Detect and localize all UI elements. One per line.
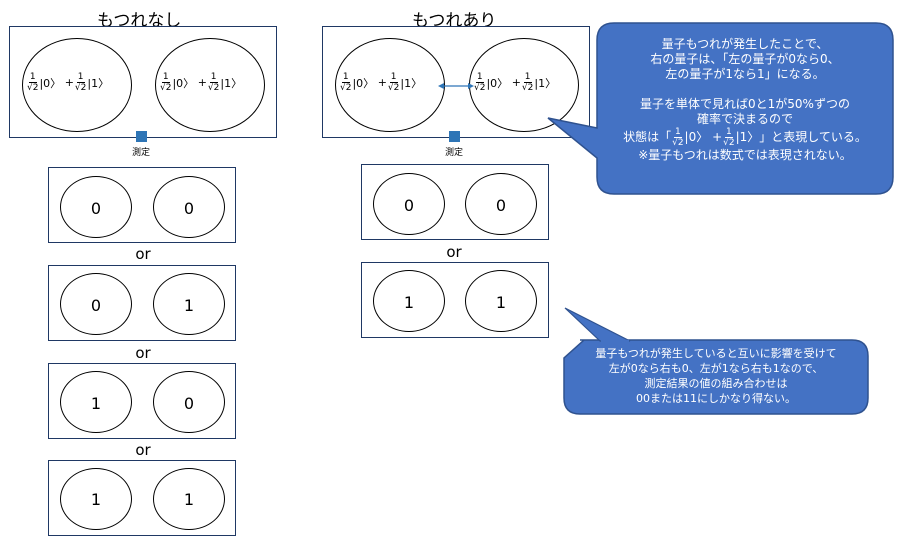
left-result-1-value-a: 0 [90,199,102,218]
right-result-2-circle-b [465,270,537,332]
callout-top-line-6: 確率で決まるので [696,112,793,126]
right-result-1-circle-b [465,173,537,235]
right-or-1: or [446,243,462,261]
left-or-2: or [135,344,151,362]
left-result-3-value-b: 0 [183,394,195,413]
right-result-1-circle-a [373,173,445,235]
left-result-2-circle-a [60,273,132,335]
left-result-4-circle-a [60,468,132,530]
callout-bottom-text: 量子もつれが発生していると互いに影響を受けて 左が0なら右も0、左が1なら右も1… [566,346,866,406]
callout-top-line-3: 左の量子が1なら1」になる。 [665,67,825,81]
left-or-3: or [135,441,151,459]
left-qubit-1 [22,38,132,132]
callout-top-bubble [547,22,894,195]
right-result-1-value-b: 0 [495,196,507,215]
callout-bottom-pointer [564,307,631,342]
callout-bottom-line-1: 量子もつれが発生していると互いに影響を受けて [595,347,837,360]
left-result-3-circle-b [153,371,225,433]
callout-top-line-2: 右の量子は、「左の量子が0なら0、 [650,52,840,66]
callout-top-text: 量子もつれが発生したことで、 右の量子は、「左の量子が0なら0、 左の量子が1な… [600,37,890,163]
entanglement-arrow-icon [438,83,474,89]
callout-top-state-line: 状態は「 1√2 |0〉 + 1√2 |1〉 」と表現している。 [623,127,867,148]
left-qubit-2 [155,38,265,132]
right-measure-arrow-stem [449,131,460,142]
left-result-4-value-b: 1 [183,490,195,509]
left-measure-arrow-stem [136,131,147,142]
callout-bottom-line-3: 測定結果の値の組み合わせは [644,377,788,390]
callout-top-line-5: 量子を単体で見れば0と1が50%ずつの [640,97,850,111]
callout-bottom-line-4: 00または11にしかなり得ない。 [636,392,796,405]
left-result-1-circle-b [153,176,225,238]
callout-top-last-line: ※量子もつれは数式では表現されない。 [638,148,852,162]
right-result-2-value-a: 1 [403,293,415,312]
left-result-2-value-a: 0 [90,296,102,315]
left-result-4-value-a: 1 [90,490,102,509]
left-or-1: or [135,245,151,263]
left-qubit-2-formula: 1√2 |0〉 + 1√2 |1〉 [160,72,243,93]
right-result-1-value-a: 0 [403,196,415,215]
left-result-2-circle-b [153,273,225,335]
right-qubit-1-formula: 1√2 |0〉 + 1√2 |1〉 [340,72,423,93]
left-result-1-circle-a [60,176,132,238]
right-qubit-2-formula: 1√2 |0〉 + 1√2 |1〉 [474,72,557,93]
left-result-2-value-b: 1 [183,296,195,315]
callout-bottom-line-2: 左が0なら右も0、左が1なら右も1なので、 [608,362,824,375]
callout-bottom-bubble [563,339,869,415]
left-result-3-circle-a [60,371,132,433]
callout-top-line-1: 量子もつれが発生したことで、 [661,37,829,51]
left-result-1-value-b: 0 [183,199,195,218]
left-result-4-circle-b [153,468,225,530]
left-measure-label: 測定 [132,148,151,158]
right-qubit-1 [335,38,445,132]
right-result-2-value-b: 1 [495,293,507,312]
left-result-3-value-a: 1 [90,394,102,413]
right-measure-label: 測定 [445,148,464,158]
right-result-2-circle-a [373,270,445,332]
left-qubit-1-formula: 1√2 |0〉 + 1√2 |1〉 [27,72,110,93]
callout-top-spacer [600,82,890,97]
